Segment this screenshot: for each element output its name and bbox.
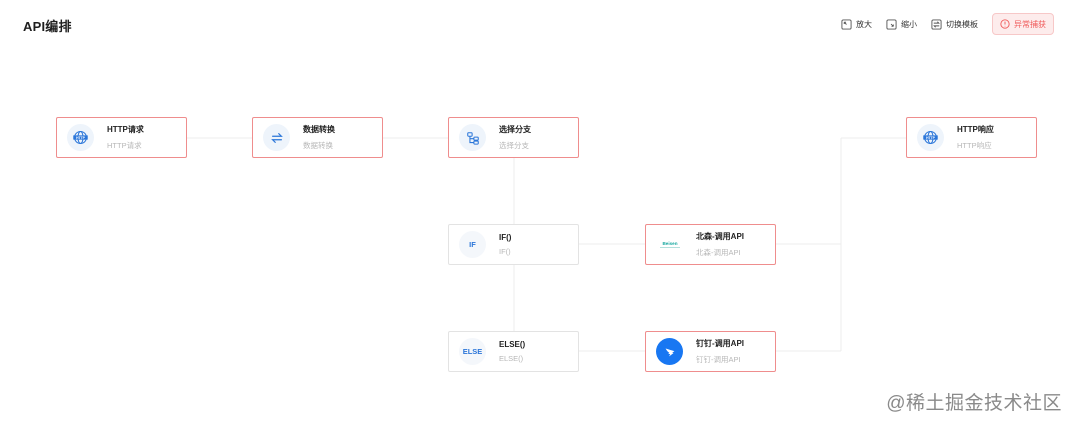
svg-text:HTTP: HTTP: [76, 136, 86, 140]
else-icon-label: ELSE: [462, 347, 483, 356]
zoom-in-icon: [841, 18, 852, 30]
node-title: ELSE(): [499, 340, 526, 349]
exception-capture-button[interactable]: 异常捕获: [992, 13, 1054, 35]
node-title: HTTP请求: [107, 125, 144, 134]
node-title: HTTP响应: [957, 125, 994, 134]
node-select-branch[interactable]: 选择分支 选择分支: [448, 117, 579, 158]
node-data-transform[interactable]: 数据转换 数据转换: [252, 117, 383, 158]
node-http-response[interactable]: HTTP HTTP响应 HTTP响应: [906, 117, 1037, 158]
beisen-logo-icon: Beisen: [656, 231, 683, 258]
node-subtitle: 钉钉-调用API: [696, 355, 741, 364]
node-beisen-api[interactable]: Beisen 北森-调用API 北森-调用API: [645, 224, 776, 265]
switch-template-icon: [931, 18, 942, 30]
switch-template-label: 切换模板: [946, 19, 978, 29]
alert-circle-icon: [1000, 19, 1010, 29]
canvas-toolbar: 放大 缩小 切换模板 异常捕获: [841, 13, 1054, 35]
node-title: 北森-调用API: [696, 232, 744, 241]
node-if-branch[interactable]: IF IF() IF(): [448, 224, 579, 265]
node-subtitle: IF(): [499, 247, 511, 256]
if-icon-label: IF: [469, 240, 476, 249]
node-subtitle: HTTP请求: [107, 141, 142, 150]
node-subtitle: 选择分支: [499, 141, 529, 150]
node-subtitle: 数据转换: [303, 141, 333, 150]
node-subtitle: ELSE(): [499, 354, 524, 363]
swap-arrows-icon: [263, 124, 290, 151]
branch-tree-icon: [459, 124, 486, 151]
node-subtitle: 北森-调用API: [696, 248, 741, 257]
zoom-out-icon: [886, 18, 897, 30]
page-title: API编排: [23, 19, 72, 34]
globe-http-icon: HTTP: [67, 124, 94, 151]
node-title: IF(): [499, 233, 512, 242]
dingtalk-icon: [656, 338, 683, 365]
switch-template-button[interactable]: 切换模板: [931, 14, 978, 34]
zoom-out-label: 缩小: [901, 19, 917, 29]
else-icon: ELSE: [459, 338, 486, 365]
node-title: 选择分支: [499, 125, 531, 134]
zoom-in-button[interactable]: 放大: [841, 14, 872, 34]
zoom-out-button[interactable]: 缩小: [886, 14, 917, 34]
if-icon: IF: [459, 231, 486, 258]
node-dingtalk-api[interactable]: 钉钉-调用API 钉钉-调用API: [645, 331, 776, 372]
zoom-in-label: 放大: [856, 19, 872, 29]
edge-merge-to-response: [776, 137, 906, 352]
svg-text:HTTP: HTTP: [926, 136, 936, 140]
watermark: @稀土掘金技术社区: [886, 393, 1062, 414]
beisen-logo-text: Beisen: [662, 241, 677, 246]
node-http-request[interactable]: HTTP HTTP请求 HTTP请求: [56, 117, 187, 158]
node-else-branch[interactable]: ELSE ELSE() ELSE(): [448, 331, 579, 372]
globe-http-icon: HTTP: [917, 124, 944, 151]
node-title: 钉钉-调用API: [696, 339, 744, 348]
node-title: 数据转换: [303, 125, 335, 134]
exception-capture-label: 异常捕获: [1014, 19, 1046, 29]
node-subtitle: HTTP响应: [957, 141, 992, 150]
